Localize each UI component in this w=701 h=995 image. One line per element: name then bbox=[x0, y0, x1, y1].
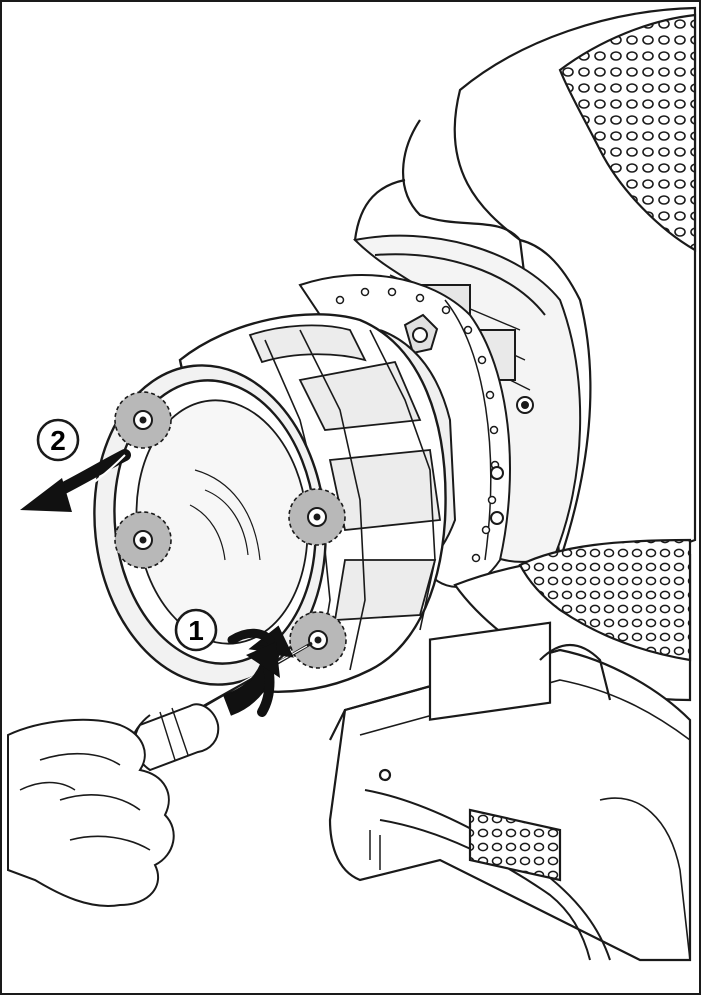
pull-arrow bbox=[20, 449, 131, 512]
screw-bottom bbox=[289, 611, 347, 669]
hand bbox=[7, 718, 175, 907]
step-badge-1: 1 bbox=[174, 608, 218, 652]
fixture-head bbox=[353, 6, 697, 566]
step-badge-2: 2 bbox=[36, 418, 80, 462]
screw-top-left bbox=[114, 391, 172, 449]
screwdriver bbox=[126, 641, 313, 781]
fixture-base bbox=[328, 538, 692, 962]
screw-right bbox=[288, 488, 346, 546]
step-number-2: 2 bbox=[50, 425, 66, 456]
screw-middle-left bbox=[114, 511, 172, 569]
step-number-1: 1 bbox=[188, 615, 204, 646]
lens-screws bbox=[114, 391, 347, 669]
lens-barrel bbox=[93, 313, 447, 693]
rotate-arrow bbox=[222, 625, 294, 717]
